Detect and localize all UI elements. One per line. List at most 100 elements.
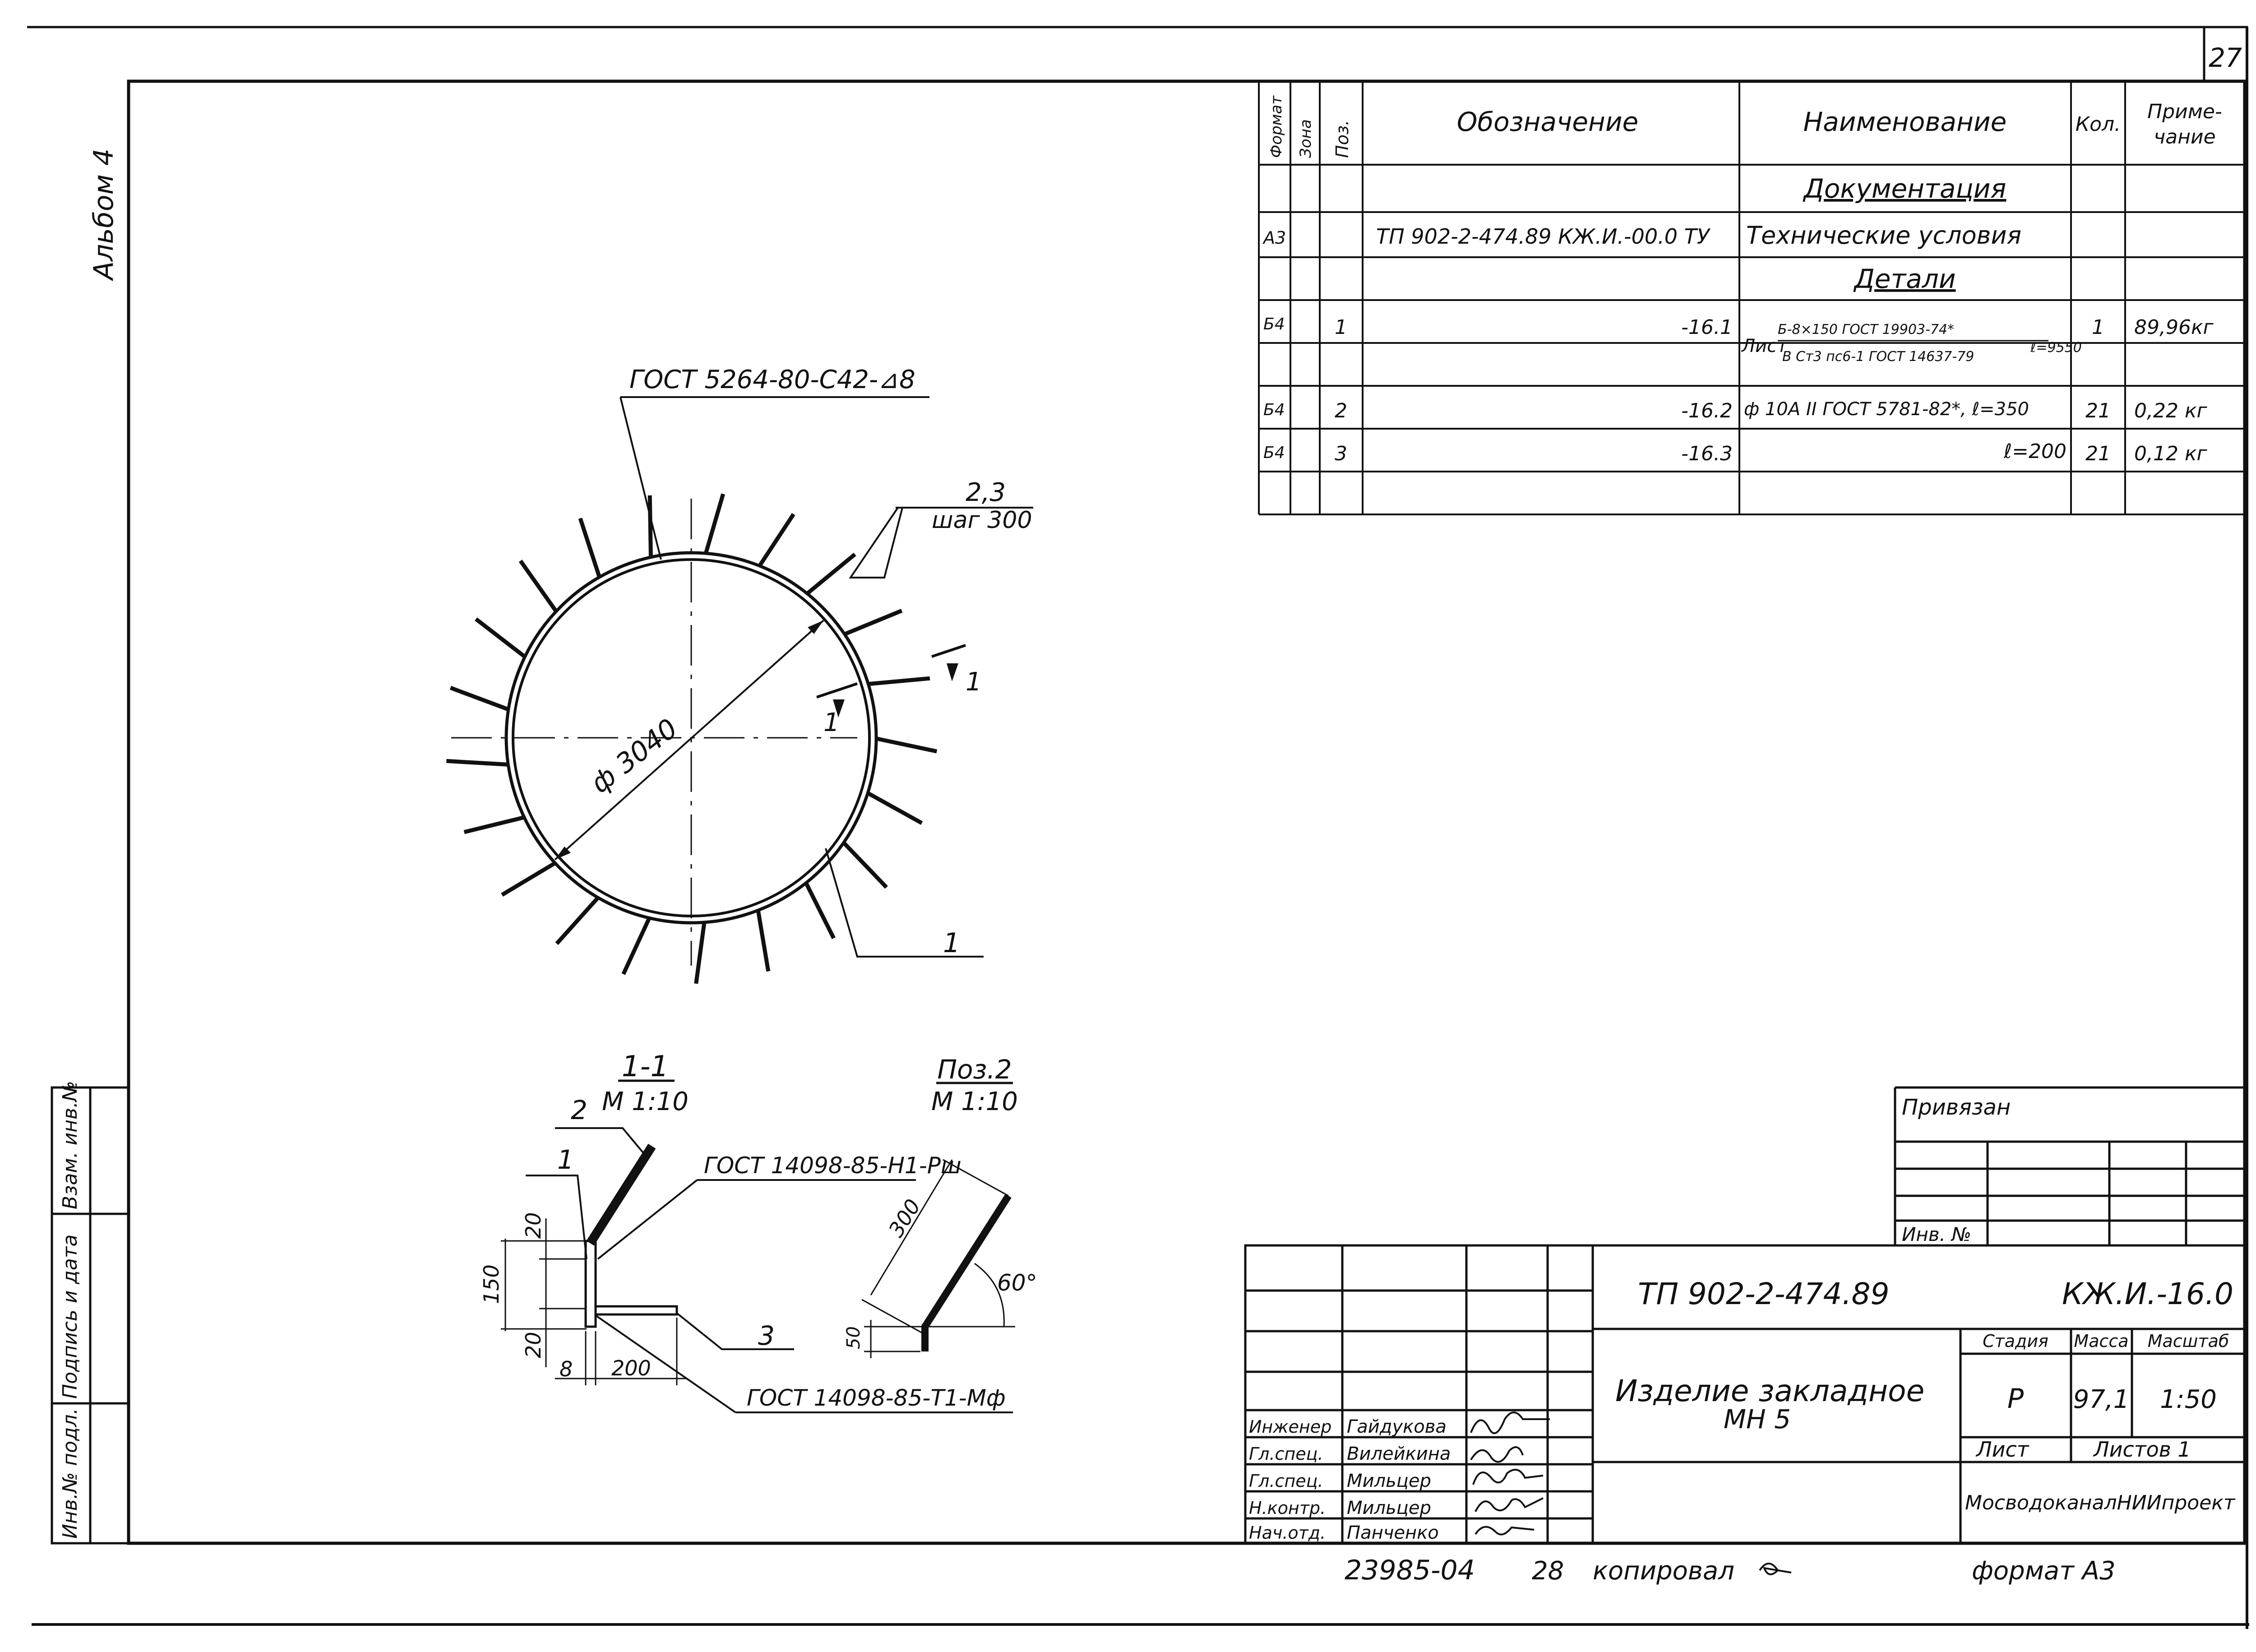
section-mark-b: 1	[966, 667, 982, 697]
tb-mass: 97,1	[2073, 1385, 2130, 1414]
doc-row-designation: ТП 902-2-474.89 КЖ.И.-00.0 ТУ	[1376, 224, 1711, 249]
anchor-bar	[555, 897, 599, 945]
bars-label: 2,3	[966, 478, 1006, 507]
tb-project: ТП 902-2-474.89	[1638, 1277, 1889, 1311]
section-1-1-view: 1-1 М 1:10 2 1 3 ГОСТ 14098-85-Н1-Рш ГОС…	[479, 1050, 1013, 1413]
row1-designation: -16.1	[1681, 316, 1733, 339]
row1-name-prefix: Лист	[1741, 336, 1788, 356]
anchor-bar	[844, 609, 903, 636]
binding-inv: Инв. №	[1902, 1223, 1971, 1245]
pos2-dim-50: 50	[843, 1326, 864, 1349]
weld-top-label: ГОСТ 14098-85-Н1-Рш	[704, 1152, 962, 1179]
anchor-bar	[647, 495, 653, 556]
anchor-bar	[518, 560, 558, 612]
step-label: шаг 300	[932, 507, 1032, 534]
doc-row-name: Технические условия	[1746, 221, 2021, 250]
tb-scale-header: Масштаб	[2148, 1331, 2229, 1351]
stamp-signature-date: Подпись и дата	[59, 1235, 82, 1399]
dim-200: 200	[611, 1356, 651, 1380]
header-zone: Зона	[1297, 119, 1315, 158]
copied-label: копировал	[1593, 1556, 1734, 1586]
tb-name-1: Изделие закладное	[1615, 1374, 1924, 1408]
signatures	[1470, 1411, 1550, 1536]
row3-note: 0,12 кг	[2134, 442, 2208, 465]
tb-mass-header: Масса	[2074, 1331, 2128, 1351]
row1-qty: 1	[2092, 316, 2104, 339]
anchor-bar	[578, 518, 601, 577]
weld-label: ГОСТ 5264-80-С42-⊿8	[629, 365, 915, 394]
tb-sheet-header: Лист	[1975, 1437, 2029, 1462]
header-designation: Обозначение	[1457, 106, 1638, 137]
tb-name-person-1: Гайдукова	[1347, 1416, 1447, 1437]
anchor-bar	[806, 552, 856, 595]
anchor-bar	[756, 911, 771, 972]
binding-block: Привязан Инв. №	[1894, 1086, 2245, 1245]
label-pos1: 1	[557, 1144, 574, 1175]
tb-role-4: Н.контр.	[1249, 1498, 1326, 1518]
spec-table: Формат Зона Поз. Обозначение Наименовани…	[1258, 81, 2245, 515]
row1-name-den: В Ст3 пс6-1 ГОСТ 14637-79	[1782, 349, 1974, 365]
header-note-2: чание	[2154, 125, 2215, 148]
plan-view: ф 3040 ГОСТ 5264-80-С42-⊿8 2,3 шаг 300 1…	[446, 365, 1033, 984]
label-pos3: 3	[758, 1320, 775, 1351]
row3-name: ℓ=200	[2003, 440, 2066, 463]
tb-organization: МосводоканалНИИпроект	[1965, 1491, 2236, 1514]
doc-row-format: А3	[1262, 228, 1286, 248]
tb-role-3: Гл.спец.	[1249, 1471, 1323, 1491]
anchor-bar	[804, 883, 836, 939]
dim-150: 150	[479, 1264, 504, 1304]
anchor-bar	[475, 617, 526, 658]
section-scale: М 1:10	[602, 1087, 689, 1116]
row1-note: 89,96кг	[2134, 316, 2214, 339]
anchor-bar	[842, 842, 888, 889]
tb-role-5: Нач.отд.	[1249, 1523, 1326, 1543]
label-pos2: 2	[571, 1095, 587, 1125]
row3-pos: 3	[1335, 442, 1347, 465]
pos2-title: Поз.2	[937, 1054, 1012, 1085]
section-parts: Детали	[1853, 264, 1956, 294]
row1-name-num: Б-8×150 ГОСТ 19903-74*	[1778, 322, 1954, 338]
dim-20-bottom: 20	[521, 1332, 546, 1358]
pos2-dim-300: 300	[884, 1195, 925, 1241]
row1-name-length: ℓ=9550	[2030, 340, 2082, 356]
row3-designation: -16.3	[1681, 442, 1733, 465]
stamp-inv-podl: Инв.№ подл.	[59, 1408, 82, 1539]
anchor-bar	[758, 513, 795, 566]
radial-bars	[446, 493, 938, 984]
tb-stage: Р	[2007, 1383, 2024, 1415]
header-format: Формат	[1267, 95, 1285, 158]
pos2-angle: 60°	[997, 1270, 1037, 1296]
row1-format: Б4	[1263, 315, 1285, 333]
dim-8: 8	[559, 1357, 573, 1381]
plate-1	[584, 1240, 597, 1328]
row3-qty: 21	[2085, 442, 2111, 465]
tb-code: КЖ.И.-16.0	[2062, 1277, 2233, 1311]
row2-qty: 21	[2085, 399, 2111, 422]
anchor-bar	[867, 791, 923, 825]
section-mark-symbol	[816, 644, 966, 717]
diameter-label: ф 3040	[585, 713, 684, 800]
anchor-bar	[877, 736, 938, 754]
dim-20-top: 20	[521, 1212, 546, 1239]
left-stamp: Инв.№ подл. Подпись и дата Взам. инв.№	[51, 1081, 130, 1545]
row2-note: 0,22 кг	[2134, 399, 2208, 422]
copied-signature	[1759, 1563, 1792, 1575]
row2-name: ф 10А II ГОСТ 5781-82*, ℓ=350	[1744, 399, 2029, 420]
header-name: Наименование	[1803, 106, 2007, 137]
pos2-scale: М 1:10	[931, 1087, 1018, 1116]
header-qty: Кол.	[2076, 113, 2121, 136]
page-number: 27	[2209, 42, 2242, 73]
anchor-bar	[621, 918, 651, 975]
tb-name-person-3: Мильцер	[1347, 1471, 1431, 1491]
format-label: формат А3	[1972, 1556, 2116, 1586]
part-label: 1	[943, 927, 960, 959]
section-documentation: Документация	[1803, 173, 2006, 204]
anchor-bar	[694, 923, 707, 984]
anchor-bar	[449, 685, 509, 711]
tb-name-person-4: Мильцер	[1347, 1498, 1431, 1518]
weld-bottom-label: ГОСТ 14098-85-Т1-Мф	[747, 1385, 1006, 1411]
header-note-1: Приме-	[2147, 100, 2222, 123]
pos2-bar	[921, 1194, 1012, 1351]
bottom-code: 23985-04	[1345, 1555, 1475, 1586]
